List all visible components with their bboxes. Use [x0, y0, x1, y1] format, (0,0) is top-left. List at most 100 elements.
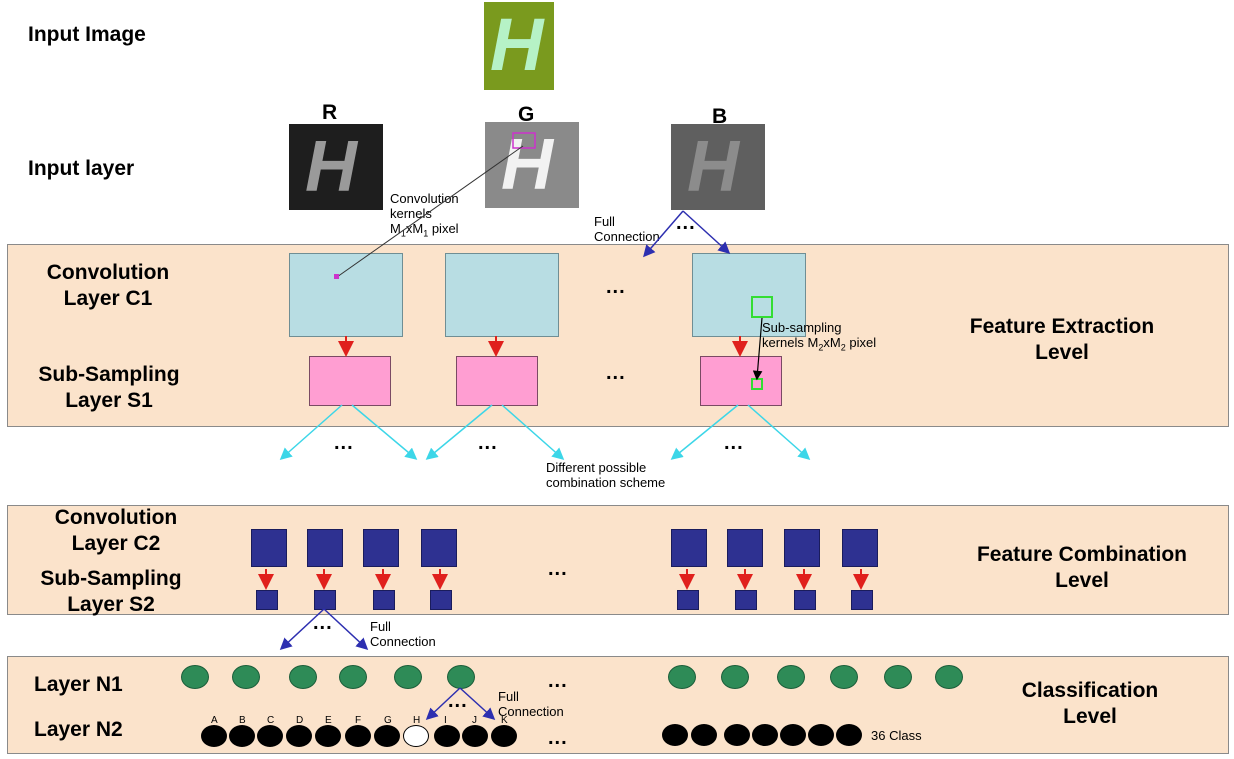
n1-n2-arrow-right: [459, 687, 496, 721]
conv-c2-label-line2: Layer C2: [71, 532, 161, 555]
combo-ellipsis-2: ...: [478, 432, 498, 454]
conv-c2-label-line1: Convolution: [54, 506, 178, 529]
c2-map-7: [784, 529, 820, 567]
s2-map-8: [851, 590, 873, 610]
b-fullconn-right: [682, 210, 731, 255]
n2-letter-g: G: [384, 715, 392, 726]
input-image-glyph: H: [490, 3, 544, 86]
combination-scheme-line2: combination scheme: [546, 475, 666, 490]
n2-letter-b: B: [239, 715, 246, 726]
n2-letter-c: C: [267, 715, 275, 726]
s2-n1-arrow-left: [279, 608, 325, 651]
feature-combination-line1: Feature Combination: [976, 543, 1187, 566]
c2-ellipsis: ...: [548, 558, 568, 580]
n1-n2-arrow-left: [425, 687, 461, 721]
combo-arrow-3a: [670, 404, 739, 460]
sub-s1-map-1: [309, 356, 391, 406]
combination-scheme-line1: Different possible: [546, 460, 647, 475]
n1-node-8: [721, 665, 749, 689]
n1-ellipsis: ...: [548, 670, 568, 692]
c2-map-4: [421, 529, 457, 567]
subsampling-kernels-line1: Sub-sampling: [762, 320, 842, 335]
n2-node-h: [403, 725, 429, 747]
subsampling-kernels-annotation: Sub-sampling kernels M2xM2 pixel: [762, 320, 876, 356]
conv-c1-map-2: [445, 253, 559, 337]
channel-b-label: B: [712, 105, 728, 128]
g-kernel-line: [336, 145, 524, 278]
n2-letter-f: F: [355, 715, 362, 726]
layer-n1-label: Layer N1: [34, 673, 123, 696]
sub-s1-label: Sub-Sampling Layer S1: [34, 362, 184, 414]
classification-label: Classification Level: [990, 678, 1190, 730]
full-connection-mid-annotation: Full Connection: [370, 619, 436, 649]
n1-node-4: [339, 665, 367, 689]
combination-scheme-annotation: Different possible combination scheme: [546, 460, 665, 490]
n2-node-right-1: [662, 724, 688, 746]
full-connection-bottom-annotation: Full Connection: [498, 689, 564, 719]
input-image: H: [484, 2, 554, 90]
sub-s2-label: Sub-Sampling Layer S2: [36, 566, 186, 618]
c1-ellipsis: ...: [606, 276, 626, 298]
c2-map-2: [307, 529, 343, 567]
channel-b-image: H: [671, 124, 765, 210]
conv-c2-label: Convolution Layer C2: [36, 505, 196, 557]
input-image-label: Input Image: [28, 23, 146, 46]
combo-ellipsis-1: ...: [334, 432, 354, 454]
n2-node-g: [374, 725, 400, 747]
n2-ellipsis: ...: [548, 727, 568, 749]
conv-c1-map-3: [692, 253, 806, 337]
n2-node-right-4: [752, 724, 778, 746]
feature-extraction-line2: Level: [1035, 341, 1089, 364]
sub-s1-label-line2: Layer S1: [65, 389, 153, 412]
full-connection-top-line1: Full: [594, 214, 615, 229]
n1-node-7: [668, 665, 696, 689]
channel-r-image: H: [289, 124, 383, 210]
channel-b-glyph: H: [687, 127, 739, 207]
n2-node-right-5: [780, 724, 806, 746]
s1-ellipsis: ...: [606, 362, 626, 384]
s2-map-1: [256, 590, 278, 610]
feature-combination-band: [7, 505, 1229, 615]
channel-g-label: G: [518, 103, 535, 126]
n1-node-2: [232, 665, 260, 689]
channel-r-label: R: [322, 101, 338, 124]
sub-s1-map-2: [456, 356, 538, 406]
channel-g-glyph: H: [501, 125, 553, 205]
s2-map-3: [373, 590, 395, 610]
combo-arrow-1a: [279, 404, 343, 460]
full-connection-bottom-line2: Connection: [498, 704, 564, 719]
c2-map-3: [363, 529, 399, 567]
sub-s1-label-line1: Sub-Sampling: [38, 363, 180, 386]
c2-map-1: [251, 529, 287, 567]
c2-map-5: [671, 529, 707, 567]
conv-c1-label: Convolution Layer C1: [38, 260, 178, 312]
channel-r-glyph: H: [305, 127, 357, 207]
n2-letter-i: I: [444, 715, 447, 726]
n2-node-d: [286, 725, 312, 747]
s2-map-4: [430, 590, 452, 610]
c1-kernel-dot: [334, 274, 339, 279]
s2-map-7: [794, 590, 816, 610]
feature-combination-label: Feature Combination Level: [942, 542, 1222, 594]
combo-arrow-2a: [425, 404, 493, 460]
conv-kernels-annotation: Convolution kernels M1xM1 pixel: [390, 191, 459, 242]
input-layer-label: Input layer: [28, 157, 135, 180]
n1-node-10: [830, 665, 858, 689]
n2-node-f: [345, 725, 371, 747]
n1-node-5: [394, 665, 422, 689]
n2-node-e: [315, 725, 341, 747]
full-connection-mid-line2: Connection: [370, 634, 436, 649]
n2-node-right-7: [836, 724, 862, 746]
s2-map-5: [677, 590, 699, 610]
n1-node-3: [289, 665, 317, 689]
n2-node-k: [491, 725, 517, 747]
n2-letter-e: E: [325, 715, 332, 726]
full-connection-top-line2: Connection: [594, 229, 660, 244]
class-count-label: 36 Class: [871, 728, 922, 743]
c2-map-8: [842, 529, 878, 567]
combo-arrow-1b: [351, 404, 418, 460]
n2-letter-d: D: [296, 715, 304, 726]
n1-node-9: [777, 665, 805, 689]
n2-letter-a: A: [211, 715, 218, 726]
